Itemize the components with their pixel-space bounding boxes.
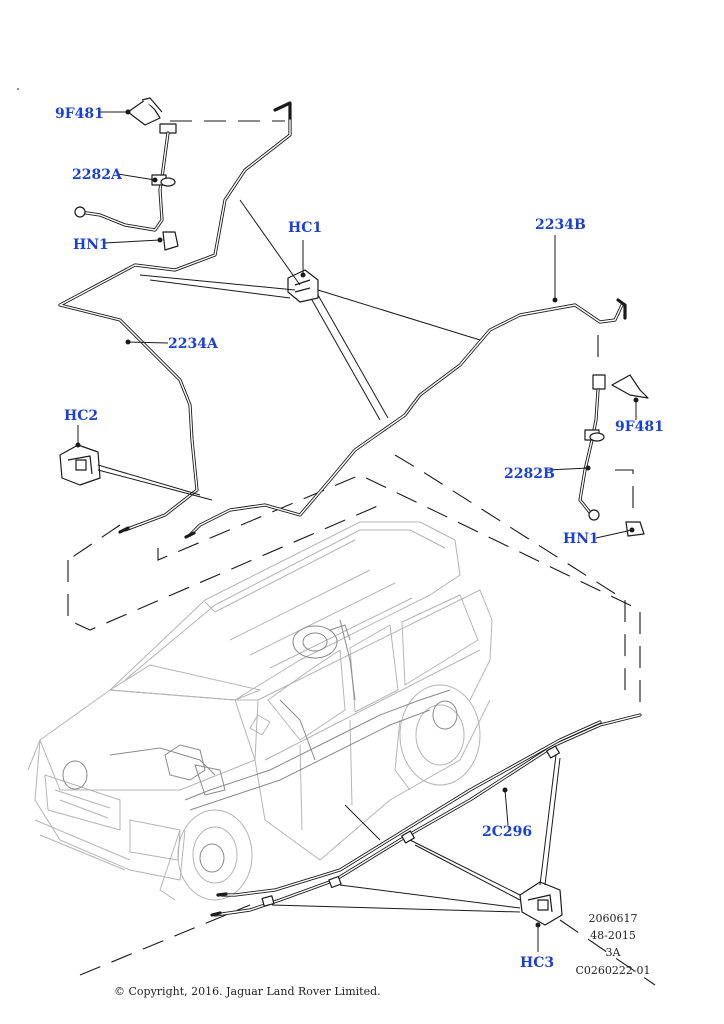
vehicle-brake-components — [62, 619, 458, 873]
callout-9f481-right: 9F481 — [615, 419, 664, 435]
callout-2282b: 2282B — [504, 466, 555, 482]
brake-hose-2282b — [578, 374, 649, 537]
callout-labels: 9F481 2282A HN1 HC1 2234B 2234A HC2 9F48… — [55, 106, 664, 971]
callout-hc2: HC2 — [64, 408, 98, 424]
vehicle-outline — [27, 521, 493, 901]
brake-hose-2282a — [74, 97, 179, 251]
callout-2234b: 2234B — [535, 217, 586, 233]
illustration-metadata: 2060617 48-2015 3A C0260222-01 — [575, 912, 650, 977]
callout-hc1: HC1 — [288, 220, 322, 236]
brake-pipe-2234a — [58, 101, 292, 534]
callout-2234a: 2234A — [168, 336, 219, 352]
clip-hc3-part — [519, 881, 563, 926]
leader-lines — [75, 109, 639, 952]
clip-hc2-part — [59, 444, 101, 486]
callout-9f481-top: 9F481 — [55, 106, 104, 122]
callout-2282a: 2282A — [72, 167, 123, 183]
metadata-line-1: 2060617 — [589, 912, 638, 925]
dashed-assembly-lines — [67, 120, 656, 986]
brake-pipe-2234b — [184, 298, 627, 539]
brake-pipe-2c296 — [210, 713, 642, 917]
copyright-notice: © Copyright, 2016. Jaguar Land Rover Lim… — [114, 985, 381, 998]
metadata-line-4: C0260222-01 — [575, 964, 650, 977]
callout-hn1-left: HN1 — [73, 237, 109, 253]
metadata-line-3: 3A — [606, 946, 622, 959]
metadata-line-2: 48-2015 — [590, 929, 636, 942]
callout-hn1-right: HN1 — [563, 531, 599, 547]
callout-hc3: HC3 — [520, 955, 554, 971]
callout-2c296: 2C296 — [482, 824, 532, 840]
